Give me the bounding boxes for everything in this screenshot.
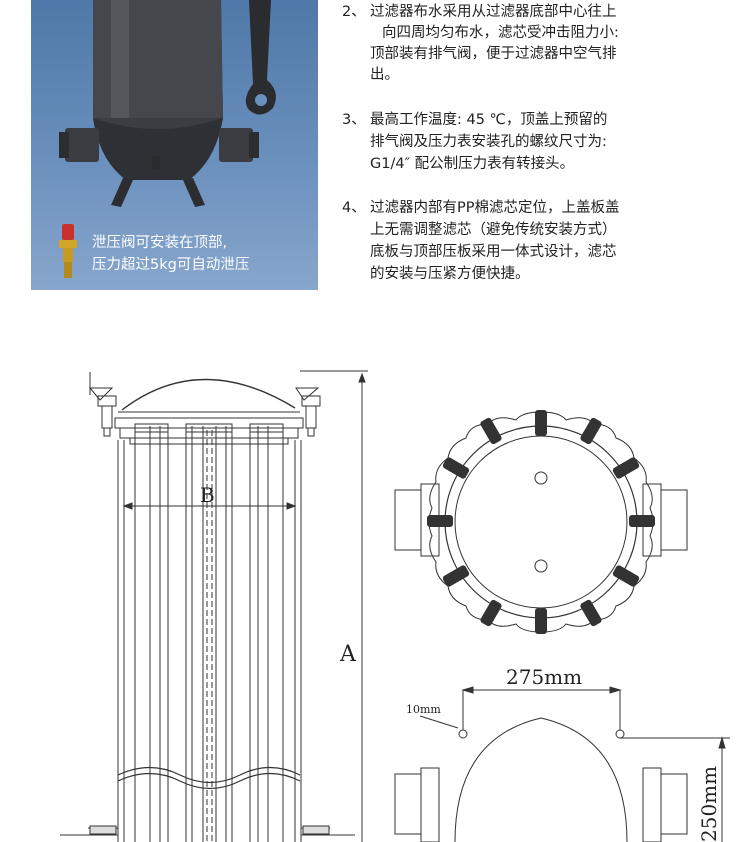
photo-caption: 泄压阀可安装在顶部, 压力超过5kg可自动泄压 <box>92 232 249 276</box>
right-clamp <box>295 387 321 437</box>
note-line: 出。 <box>370 67 399 83</box>
note-number: 4、 <box>342 200 366 216</box>
note-line: 底板与顶部压板采用一体式设计，滤芯 <box>370 244 617 260</box>
technical-drawing: B A <box>60 370 730 842</box>
product-photo <box>31 0 318 290</box>
note-line: 顶部装有排气阀，便于过滤器中空气排 <box>370 46 617 62</box>
note-line: 最高工作温度: 45 ℃，顶盖上预留的 <box>370 112 608 128</box>
note-line: 过滤器内部有PP棉滤芯定位，上盖板盖 <box>370 200 620 216</box>
note-line: G1/4″ 配公制压力表有转接头。 <box>370 156 575 172</box>
dimension-label-a: A <box>339 642 357 667</box>
dimension-height: 250mm <box>697 766 721 842</box>
base-view <box>394 686 730 842</box>
note-line: 排气阀及压力表安装孔的螺纹尺寸为: <box>370 134 607 150</box>
filter-housing-photo <box>59 0 276 207</box>
note-line: 过滤器布水采用从过滤器底部中心往上 <box>370 4 617 20</box>
top-view-clamp-bolts <box>427 410 655 634</box>
left-clamp <box>88 387 117 437</box>
dimension-label-b: B <box>200 483 215 507</box>
dimension-hole: 10mm <box>406 703 441 716</box>
pressure-relief-valve-icon <box>59 224 77 278</box>
note-line: 的安装与压紧方便快捷。 <box>370 266 530 282</box>
note-line: 向四周均匀布水，滤芯受冲击阻力小: <box>382 25 619 41</box>
note-number: 2、 <box>342 4 366 20</box>
caption-line: 压力超过5kg可自动泄压 <box>92 257 250 273</box>
dimension-width: 275mm <box>506 665 582 689</box>
dome-lid <box>121 378 296 411</box>
note-number: 3、 <box>342 112 366 128</box>
note-line: 上无需调整滤芯（避免传统安装方式） <box>370 222 617 238</box>
caption-line: 泄压阀可安装在顶部, <box>92 235 228 251</box>
